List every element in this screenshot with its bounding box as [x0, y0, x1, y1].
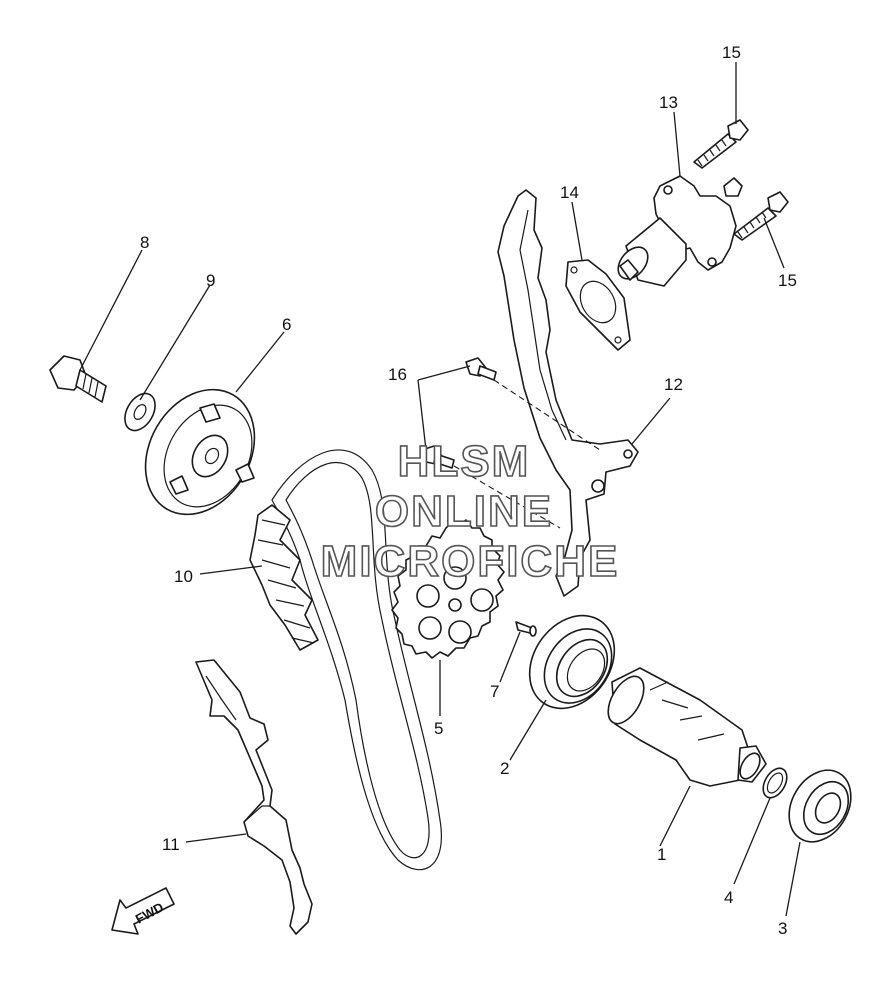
callout-9: 9	[206, 271, 215, 290]
camshaft	[607, 667, 767, 787]
leader-lines	[79, 62, 801, 917]
alignment-line-upper	[493, 379, 601, 451]
callout-15-lower: 15	[778, 271, 797, 290]
callout-12: 12	[664, 375, 683, 394]
bearing-large	[528, 614, 616, 710]
callout-16: 16	[388, 365, 407, 384]
watermark-line-3: MICROFICHE	[321, 537, 620, 586]
callout-7: 7	[490, 682, 499, 701]
callout-labels: 1 2 3 4 5 6 7 8 9 10 11 12 13 14 15 15 1…	[140, 43, 797, 938]
chain-link-detail	[249, 504, 319, 651]
watermark-line-2: ONLINE	[375, 487, 553, 536]
washer	[124, 392, 156, 432]
tensioner-gasket	[565, 259, 631, 351]
tensioner-bolt-upper	[693, 119, 749, 169]
tensioner-bolt-lower	[733, 191, 789, 241]
guide-bolt-lower	[421, 445, 455, 469]
sprocket-plate	[144, 388, 256, 516]
alignment-line-lower	[453, 465, 561, 529]
callout-3: 3	[778, 919, 787, 938]
cam-sprocket	[391, 519, 505, 659]
callout-15-upper: 15	[722, 43, 741, 62]
sprocket-bolt	[49, 355, 107, 403]
watermark: HLSM ONLINE MICROFICHE	[320, 436, 620, 587]
callout-13: 13	[659, 93, 678, 112]
bearing-small	[788, 769, 852, 843]
watermark-line-1: HLSM	[398, 437, 531, 486]
guide-bolt-upper	[465, 357, 497, 381]
callout-10: 10	[174, 567, 193, 586]
timing-chain	[249, 449, 442, 871]
cam-chain-tensioner	[617, 175, 743, 287]
chain-tensioner-guide	[497, 189, 639, 597]
callout-5: 5	[434, 719, 443, 738]
chain-guide	[195, 659, 313, 935]
callout-11: 11	[162, 835, 180, 854]
callout-14: 14	[560, 183, 579, 202]
dowel-pin	[515, 621, 537, 637]
callout-2: 2	[500, 759, 509, 778]
callout-1: 1	[657, 845, 666, 864]
callout-6: 6	[282, 315, 291, 334]
callout-4: 4	[724, 888, 733, 907]
o-ring	[762, 767, 788, 799]
fwd-direction-arrow: FWD	[111, 887, 175, 935]
callout-8: 8	[140, 233, 149, 252]
